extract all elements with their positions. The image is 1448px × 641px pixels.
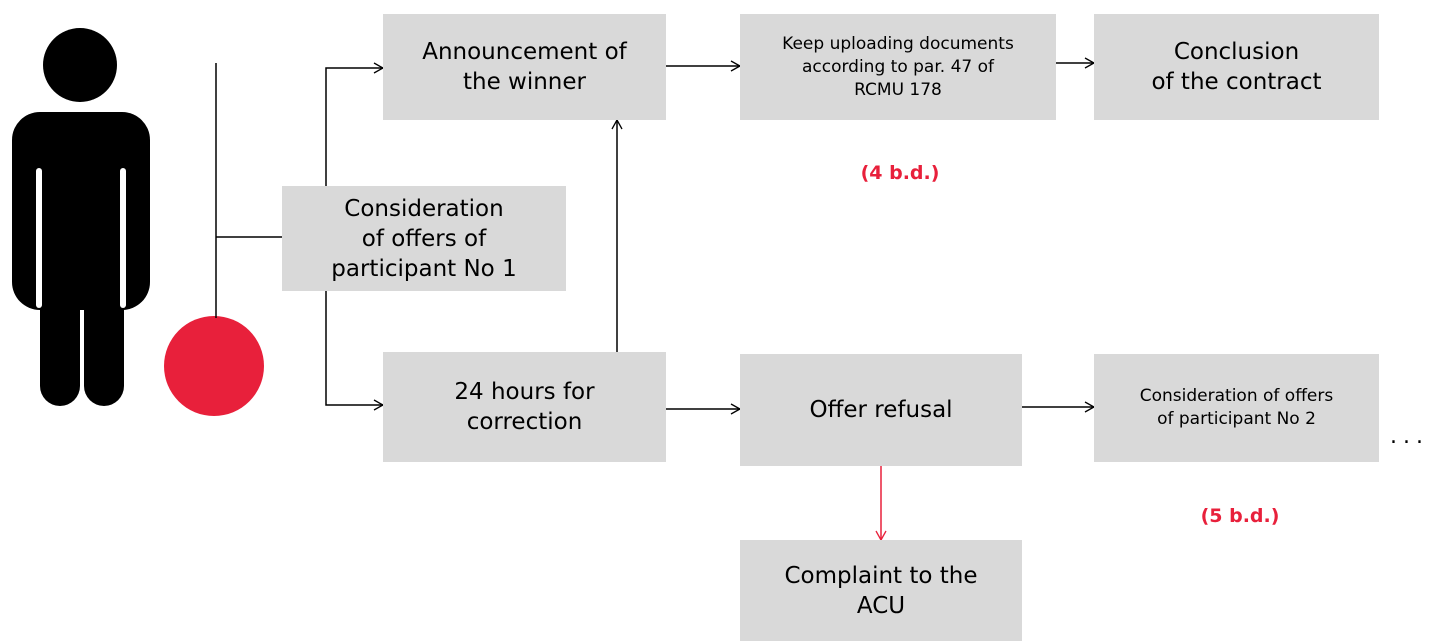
person-icon	[12, 28, 150, 406]
duration-4-business-days: (4 b.d.)	[860, 162, 940, 184]
keep-uploading-box: Keep uploading documents according to pa…	[740, 14, 1056, 120]
arrow-to-announcement	[325, 62, 385, 186]
offer-refusal-box: Offer refusal	[740, 354, 1022, 466]
conclusion-contract-box: Conclusion of the contract	[1094, 14, 1379, 120]
red-circle-icon	[164, 316, 264, 416]
person-arm-gaps	[36, 168, 126, 308]
continuation-ellipsis: ...	[1390, 424, 1429, 449]
announcement-winner-box: Announcement of the winner	[383, 14, 666, 120]
consideration-participant-2-box: Consideration of offers of participant N…	[1094, 354, 1379, 462]
complaint-acu-box: Complaint to the ACU	[740, 540, 1022, 641]
consideration-participant-1-box: Consideration of offers of participant N…	[282, 186, 566, 291]
duration-5-business-days: (5 b.d.)	[1200, 505, 1280, 527]
correction-24h-box: 24 hours for correction	[383, 352, 666, 462]
arrow-to-correction	[325, 291, 385, 411]
